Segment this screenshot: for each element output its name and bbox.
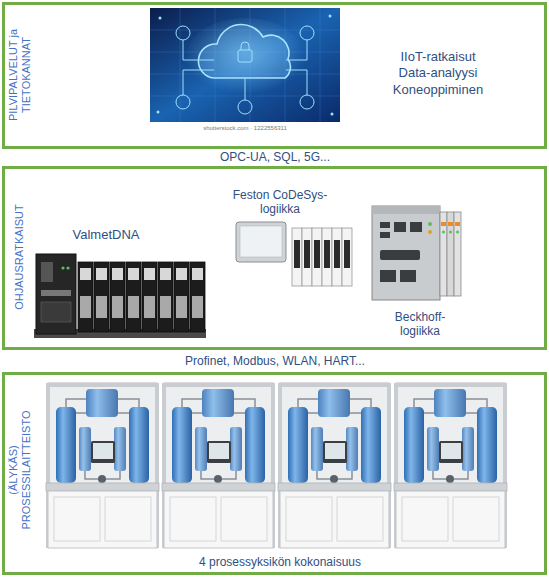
component-label: IIoT-ratkaisut Data-analyysi Koneoppimin… [383, 49, 493, 98]
watermark: shutterstock.com · 1222556311 [145, 125, 345, 132]
text-holder: ValmetDNA [56, 227, 156, 243]
component-label: Feston CoDeSys-logiikka [225, 188, 335, 217]
label-holder: OPC-UA, SQL, 5G... [125, 150, 425, 164]
layer-title: OHJAUSRATKAISUT [13, 177, 26, 337]
text-holder: 4 prosessyksikön kokonaisuus [150, 555, 410, 569]
component-label: ValmetDNA [56, 227, 156, 243]
valmet-dna-hardware [34, 254, 206, 338]
text-holder: IIoT-ratkaisut Data-analyysi Koneoppimin… [383, 49, 493, 98]
layer-band: OHJAUSRATKAISUT ValmetDNA Feston CoDeSys-l… [2, 166, 547, 350]
cloud-picture [150, 8, 340, 122]
protocol-label: OPC-UA, SQL, 5G... [125, 150, 425, 164]
text-holder: OHJAUSRATKAISUT [13, 177, 26, 337]
layer-title: PILVIPALVELUT ja TIETOKANNAT [7, 15, 33, 135]
text-holder: (ÄLYKÄS) PROSESSILAITTEISTO [7, 385, 33, 555]
text-holder: Beckhoff-logiikka [380, 310, 460, 339]
component-label: Beckhoff-logiikka [380, 310, 460, 339]
protocol-label: Profinet, Modbus, WLAN, HART... [115, 354, 435, 368]
process-units [46, 383, 507, 548]
layer-band: (ÄLYKÄS) PROSESSILAITTEISTO 4 prosessyksi… [2, 372, 547, 575]
label-holder: shutterstock.com · 1222556311 [145, 125, 345, 132]
festo-hardware [236, 222, 352, 286]
label-holder: Profinet, Modbus, WLAN, HART... [115, 354, 435, 368]
component-label: 4 prosessyksikön kokonaisuus [150, 555, 410, 569]
layer-title: (ÄLYKÄS) PROSESSILAITTEISTO [7, 385, 33, 555]
text-holder: Feston CoDeSys-logiikka [225, 188, 335, 217]
text-holder: PILVIPALVELUT ja TIETOKANNAT [7, 15, 33, 135]
beckhoff-hardware [372, 206, 461, 300]
